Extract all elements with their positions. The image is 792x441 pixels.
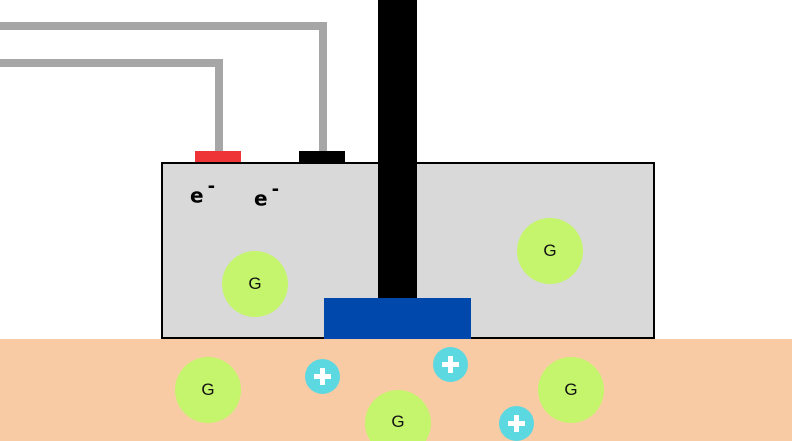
wire-outer-horizontal [0,22,327,30]
glucose-molecule: G [175,357,241,423]
wire-inner-horizontal [0,59,223,67]
positive-ion [499,406,534,441]
positive-ion [433,347,468,382]
glucose-label: G [201,380,215,399]
glucose-label: G [248,274,262,293]
glucose-label: G [564,380,578,399]
glucose-molecule: G [365,390,431,441]
electron-charge: - [271,179,280,200]
electron-label: e- [254,181,279,211]
electron-symbol: e [190,183,204,208]
positive-electrode [195,151,241,162]
glucose-label: G [391,412,405,431]
electron-charge: - [207,176,216,197]
glucose-label: G [543,241,557,260]
sensor-probe [378,0,417,300]
negative-electrode [299,151,345,162]
glucose-molecule: G [517,218,583,284]
sensor-pad [324,298,471,339]
electron-label: e- [190,178,215,208]
plus-icon [314,368,331,385]
positive-ion [305,359,340,394]
plus-icon [508,415,525,432]
plus-icon [442,356,459,373]
electron-symbol: e [254,186,268,211]
wire-outer-vertical [319,22,327,153]
glucose-molecule: G [222,251,288,317]
glucose-molecule: G [538,357,604,423]
wire-inner-vertical [215,59,223,153]
